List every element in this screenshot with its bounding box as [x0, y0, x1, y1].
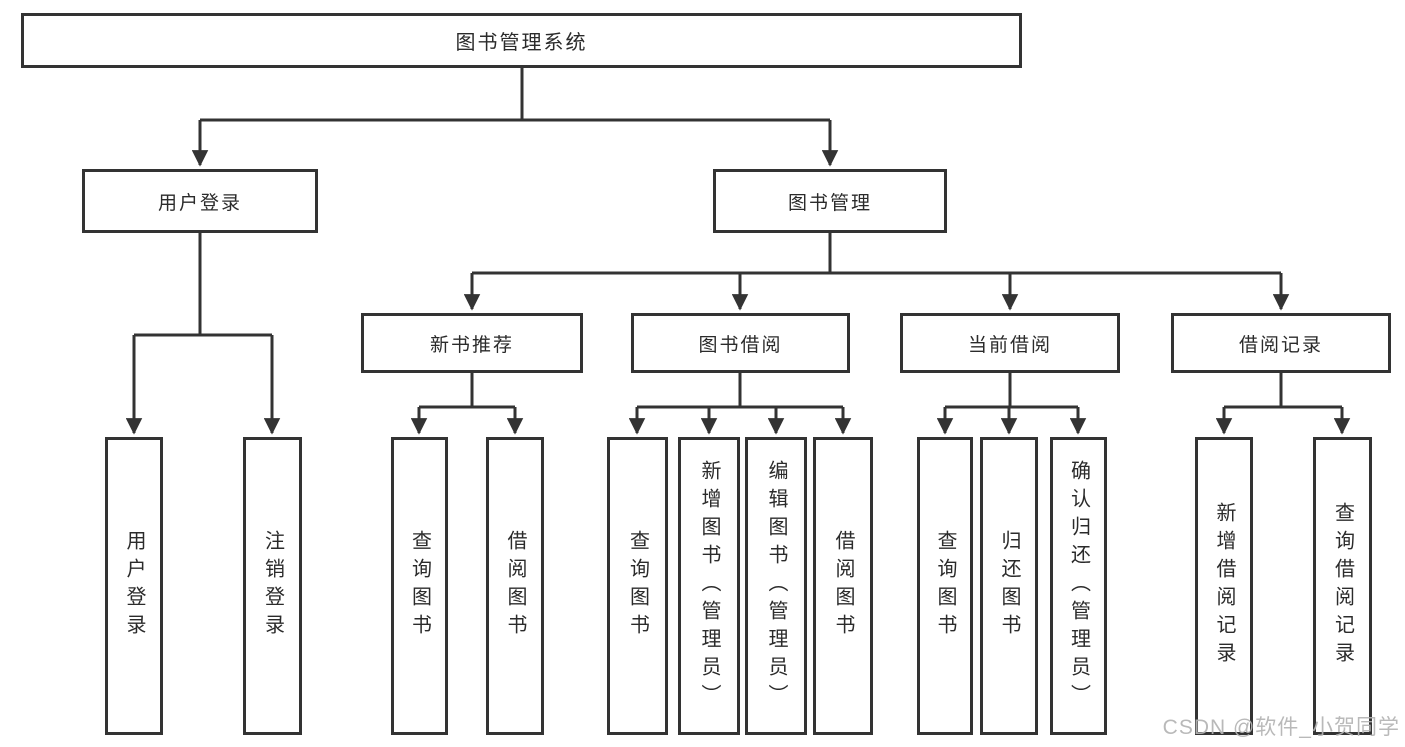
- node-book-borrow-label: 图书借阅: [698, 334, 783, 356]
- leaf-nbr-borrow-book-label: 借阅图书: [504, 530, 526, 642]
- leaf-br-add-record-label: 新增借阅记录: [1213, 502, 1235, 670]
- leaf-cb-confirm-return-admin-label: 确认归还（管理员）: [1067, 460, 1090, 712]
- node-book-management-label: 图书管理: [787, 192, 872, 214]
- node-root-label: 图书管理系统: [455, 32, 588, 54]
- leaf-bb-edit-book-admin-label: 编辑图书（管理员）: [765, 460, 787, 712]
- node-borrow-record: 借阅记录: [1171, 313, 1391, 373]
- leaf-cb-confirm-return-admin: 确认归还（管理员）: [1050, 437, 1107, 735]
- leaf-cb-return-book-label: 归还图书: [998, 530, 1020, 642]
- leaf-bb-edit-book-admin: 编辑图书（管理员）: [745, 437, 807, 735]
- node-borrow-record-label: 借阅记录: [1238, 334, 1323, 356]
- leaf-logout-login-label: 注销登录: [261, 530, 284, 642]
- leaf-bb-query-book: 查询图书: [607, 437, 668, 735]
- node-new-book-recommend: 新书推荐: [361, 313, 583, 373]
- leaf-cb-return-book: 归还图书: [980, 437, 1038, 735]
- leaf-nbr-query-book-label: 查询图书: [408, 530, 431, 642]
- watermark: CSDN @软件_小贺同学: [1162, 716, 1400, 739]
- leaf-br-add-record: 新增借阅记录: [1195, 437, 1253, 735]
- node-book-management: 图书管理: [713, 169, 947, 233]
- leaf-user-login-label: 用户登录: [123, 530, 145, 642]
- node-user-login: 用户登录: [82, 169, 318, 233]
- connector-lines: [125, 66, 1351, 435]
- node-new-book-recommend-label: 新书推荐: [429, 334, 514, 356]
- node-root: 图书管理系统: [21, 13, 1022, 68]
- leaf-bb-add-book-admin-label: 新增图书（管理员）: [698, 460, 720, 712]
- node-user-login-label: 用户登录: [157, 192, 242, 214]
- leaf-bb-add-book-admin: 新增图书（管理员）: [678, 437, 740, 735]
- node-current-borrow-label: 当前借阅: [967, 334, 1052, 356]
- leaf-cb-query-book-label: 查询图书: [934, 530, 956, 642]
- leaf-user-login: 用户登录: [105, 437, 163, 735]
- leaf-bb-borrow-book: 借阅图书: [813, 437, 873, 735]
- leaf-bb-borrow-book-label: 借阅图书: [832, 530, 854, 642]
- leaf-br-query-record-label: 查询借阅记录: [1331, 502, 1354, 670]
- leaf-nbr-borrow-book: 借阅图书: [486, 437, 544, 735]
- leaf-cb-query-book: 查询图书: [917, 437, 973, 735]
- leaf-br-query-record: 查询借阅记录: [1313, 437, 1372, 735]
- node-book-borrow: 图书借阅: [631, 313, 850, 373]
- leaf-nbr-query-book: 查询图书: [391, 437, 448, 735]
- node-current-borrow: 当前借阅: [900, 313, 1120, 373]
- leaf-bb-query-book-label: 查询图书: [626, 530, 649, 642]
- leaf-logout-login: 注销登录: [243, 437, 302, 735]
